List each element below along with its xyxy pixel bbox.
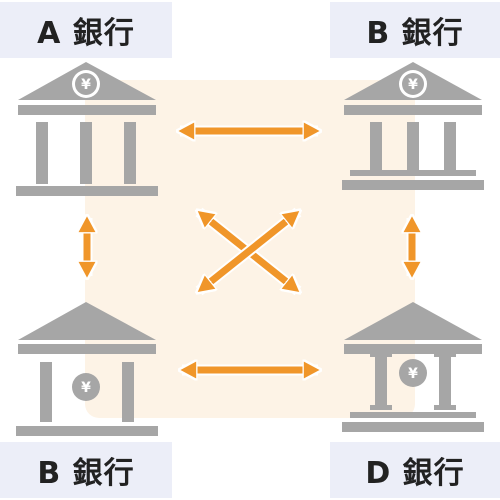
yen-symbol: ¥ [81,77,91,93]
yen-coin-icon-bottom-right: ¥ [399,359,427,387]
bank-label-bottom-left: B 銀行 [0,442,172,498]
arrows [87,131,412,370]
bank-building-icon-bottom-right [342,302,484,432]
bank-label-top-right: B 銀行 [330,2,500,58]
double-headed-arrow-icon-diagonal-2 [199,207,298,296]
bank-label-bottom-right: D 銀行 [330,442,500,498]
yen-symbol: ¥ [408,366,418,382]
bank-building-icon-bottom-left [16,302,158,436]
yen-symbol: ¥ [81,380,91,396]
yen-coin-icon-top-left: ¥ [72,70,100,98]
yen-coin-icon-top-right: ¥ [399,70,427,98]
bank-label-top-left: A 銀行 [0,2,172,58]
yen-coin-icon-bottom-left: ¥ [72,373,100,401]
yen-symbol: ¥ [408,77,418,93]
